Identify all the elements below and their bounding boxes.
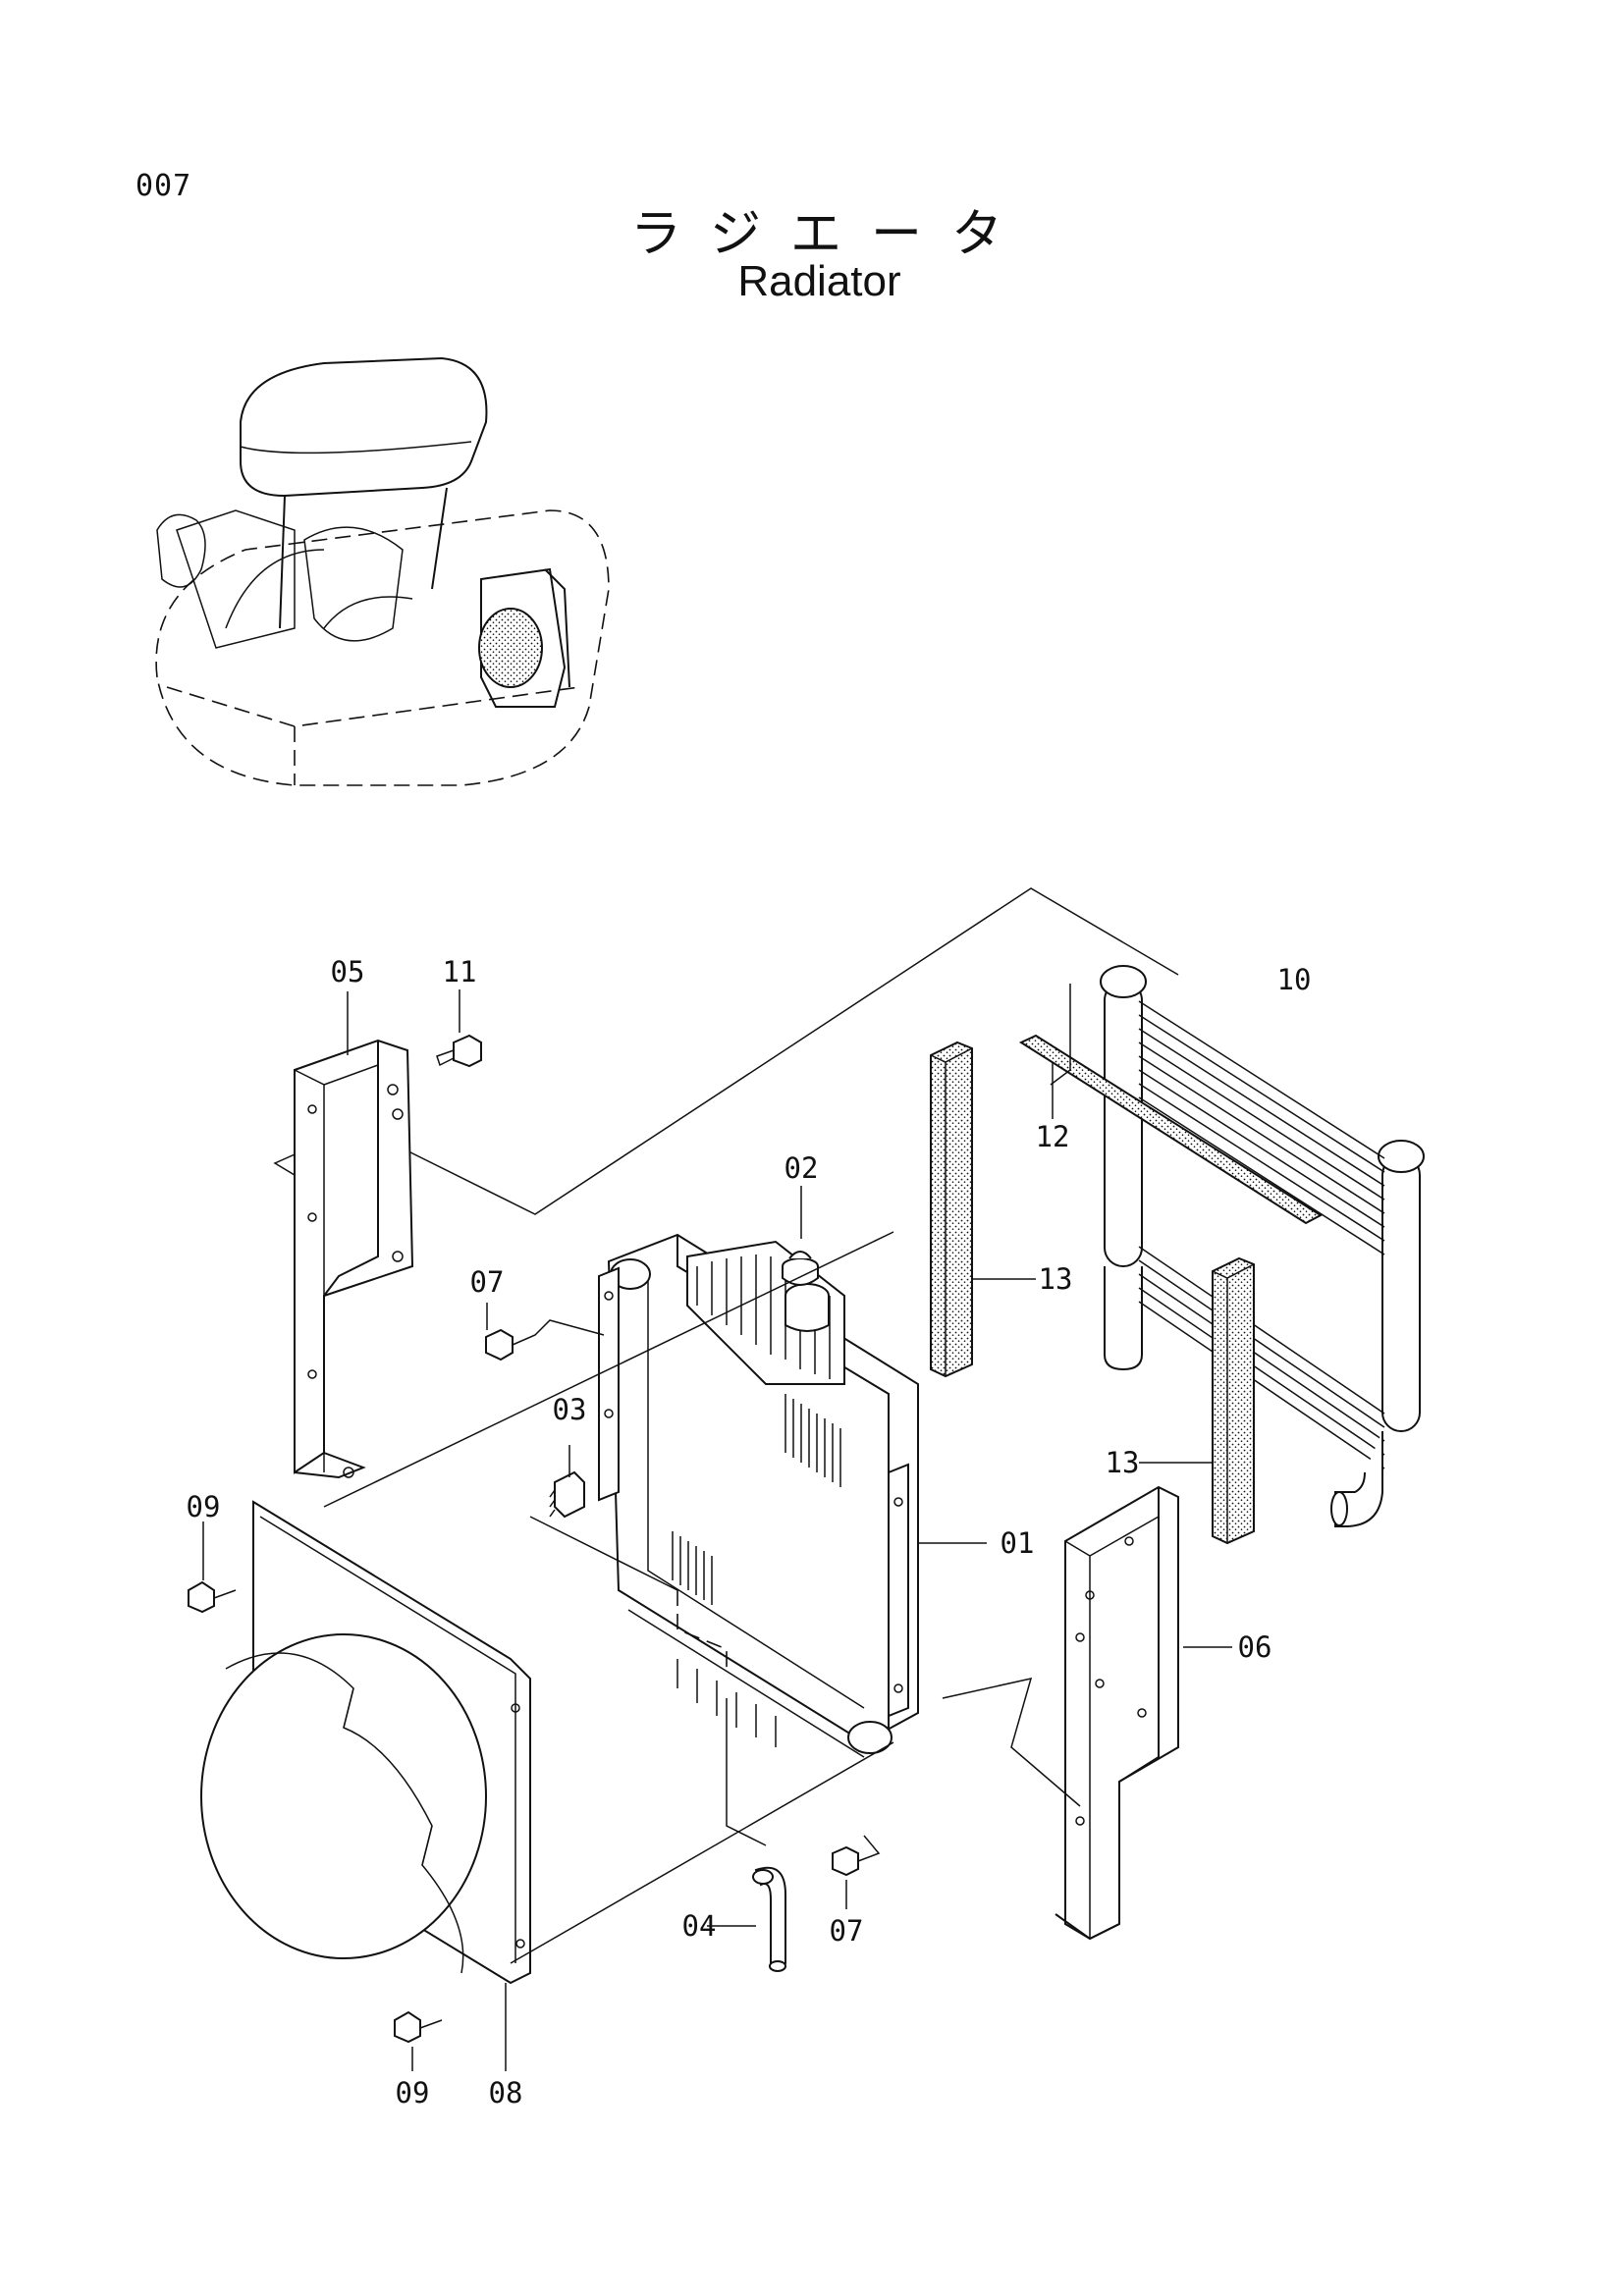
callout-07-lower: 07 <box>830 1914 864 1948</box>
part-13-sponge-upper <box>930 1041 973 1378</box>
machine-overview-sketch <box>155 356 610 786</box>
callout-02: 02 <box>784 1151 819 1185</box>
callout-07-upper: 07 <box>470 1265 505 1299</box>
callout-12: 12 <box>1036 1120 1070 1153</box>
callout-09-bottom: 09 <box>396 2076 430 2109</box>
leader-lines <box>202 984 1232 2071</box>
part-12-seal-strip <box>1018 1034 1323 1225</box>
part-11-bolt <box>436 1034 482 1068</box>
title-english: Radiator <box>737 257 901 305</box>
callout-06: 06 <box>1238 1630 1272 1664</box>
title-japanese: ラジエータ <box>630 205 1032 264</box>
callout-03: 03 <box>553 1393 587 1426</box>
callout-09-left: 09 <box>187 1490 221 1523</box>
part-03-drain-cock <box>529 1470 678 1591</box>
callout-11: 11 <box>443 955 477 988</box>
guide-line-upper <box>392 887 1179 1215</box>
callout-01: 01 <box>1001 1526 1035 1560</box>
page-number: 007 <box>135 169 192 203</box>
part-10-oil-cooler <box>1100 965 1425 1527</box>
part-09-bolt-bottom <box>394 2010 443 2044</box>
callout-10: 10 <box>1277 963 1312 996</box>
part-08-fan-shroud <box>200 1231 894 1985</box>
part-09-bolt-left <box>188 1580 237 1614</box>
part-07-bolt-upper <box>485 1319 605 1362</box>
part-05-left-bracket <box>294 1039 414 1479</box>
part-01-radiator <box>598 1233 919 1758</box>
part-07-bolt-lower <box>832 1835 881 1877</box>
part-06-right-bracket <box>942 1485 1179 1941</box>
callout-13-lower: 13 <box>1106 1446 1140 1479</box>
part-04-hose <box>726 1698 786 1972</box>
callout-08: 08 <box>489 2076 523 2109</box>
callout-13-upper: 13 <box>1039 1262 1073 1296</box>
callout-05: 05 <box>331 955 365 988</box>
part-02-radiator-cap <box>782 1251 819 1286</box>
part-13-sponge-lower <box>1212 1256 1255 1545</box>
callout-04: 04 <box>682 1909 717 1943</box>
